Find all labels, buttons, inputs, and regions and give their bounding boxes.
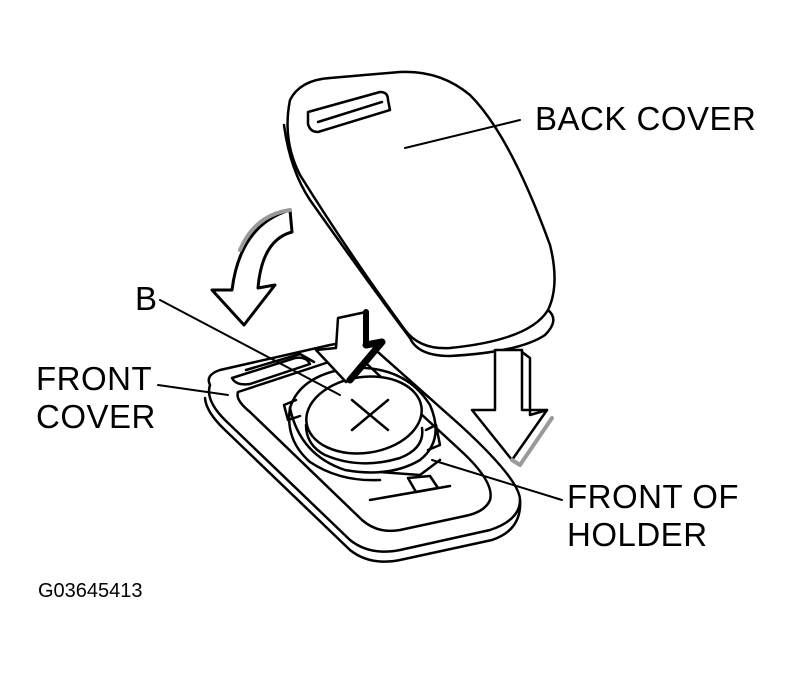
label-back-cover: BACK COVER xyxy=(535,100,757,137)
back-cover xyxy=(282,70,556,358)
leader-back-cover xyxy=(404,119,521,149)
leader-front-cover xyxy=(157,384,229,396)
curved-arrow-icon xyxy=(210,208,294,327)
figure-code: G03645413 xyxy=(38,580,143,602)
leader-lines xyxy=(157,119,563,501)
down-arrow-icon xyxy=(470,348,554,467)
leader-b xyxy=(159,299,341,396)
label-front-cover-line1: FRONT xyxy=(36,360,153,397)
battery-coin-cell xyxy=(304,375,424,465)
label-b: B xyxy=(135,280,158,317)
label-front-cover-line2: COVER xyxy=(36,398,156,435)
leader-front-of-holder xyxy=(431,459,563,501)
label-front-of-holder-line2: HOLDER xyxy=(567,516,708,553)
label-front-of-holder-line1: FRONT OF xyxy=(567,478,740,515)
push-arrow-icon xyxy=(314,309,386,384)
